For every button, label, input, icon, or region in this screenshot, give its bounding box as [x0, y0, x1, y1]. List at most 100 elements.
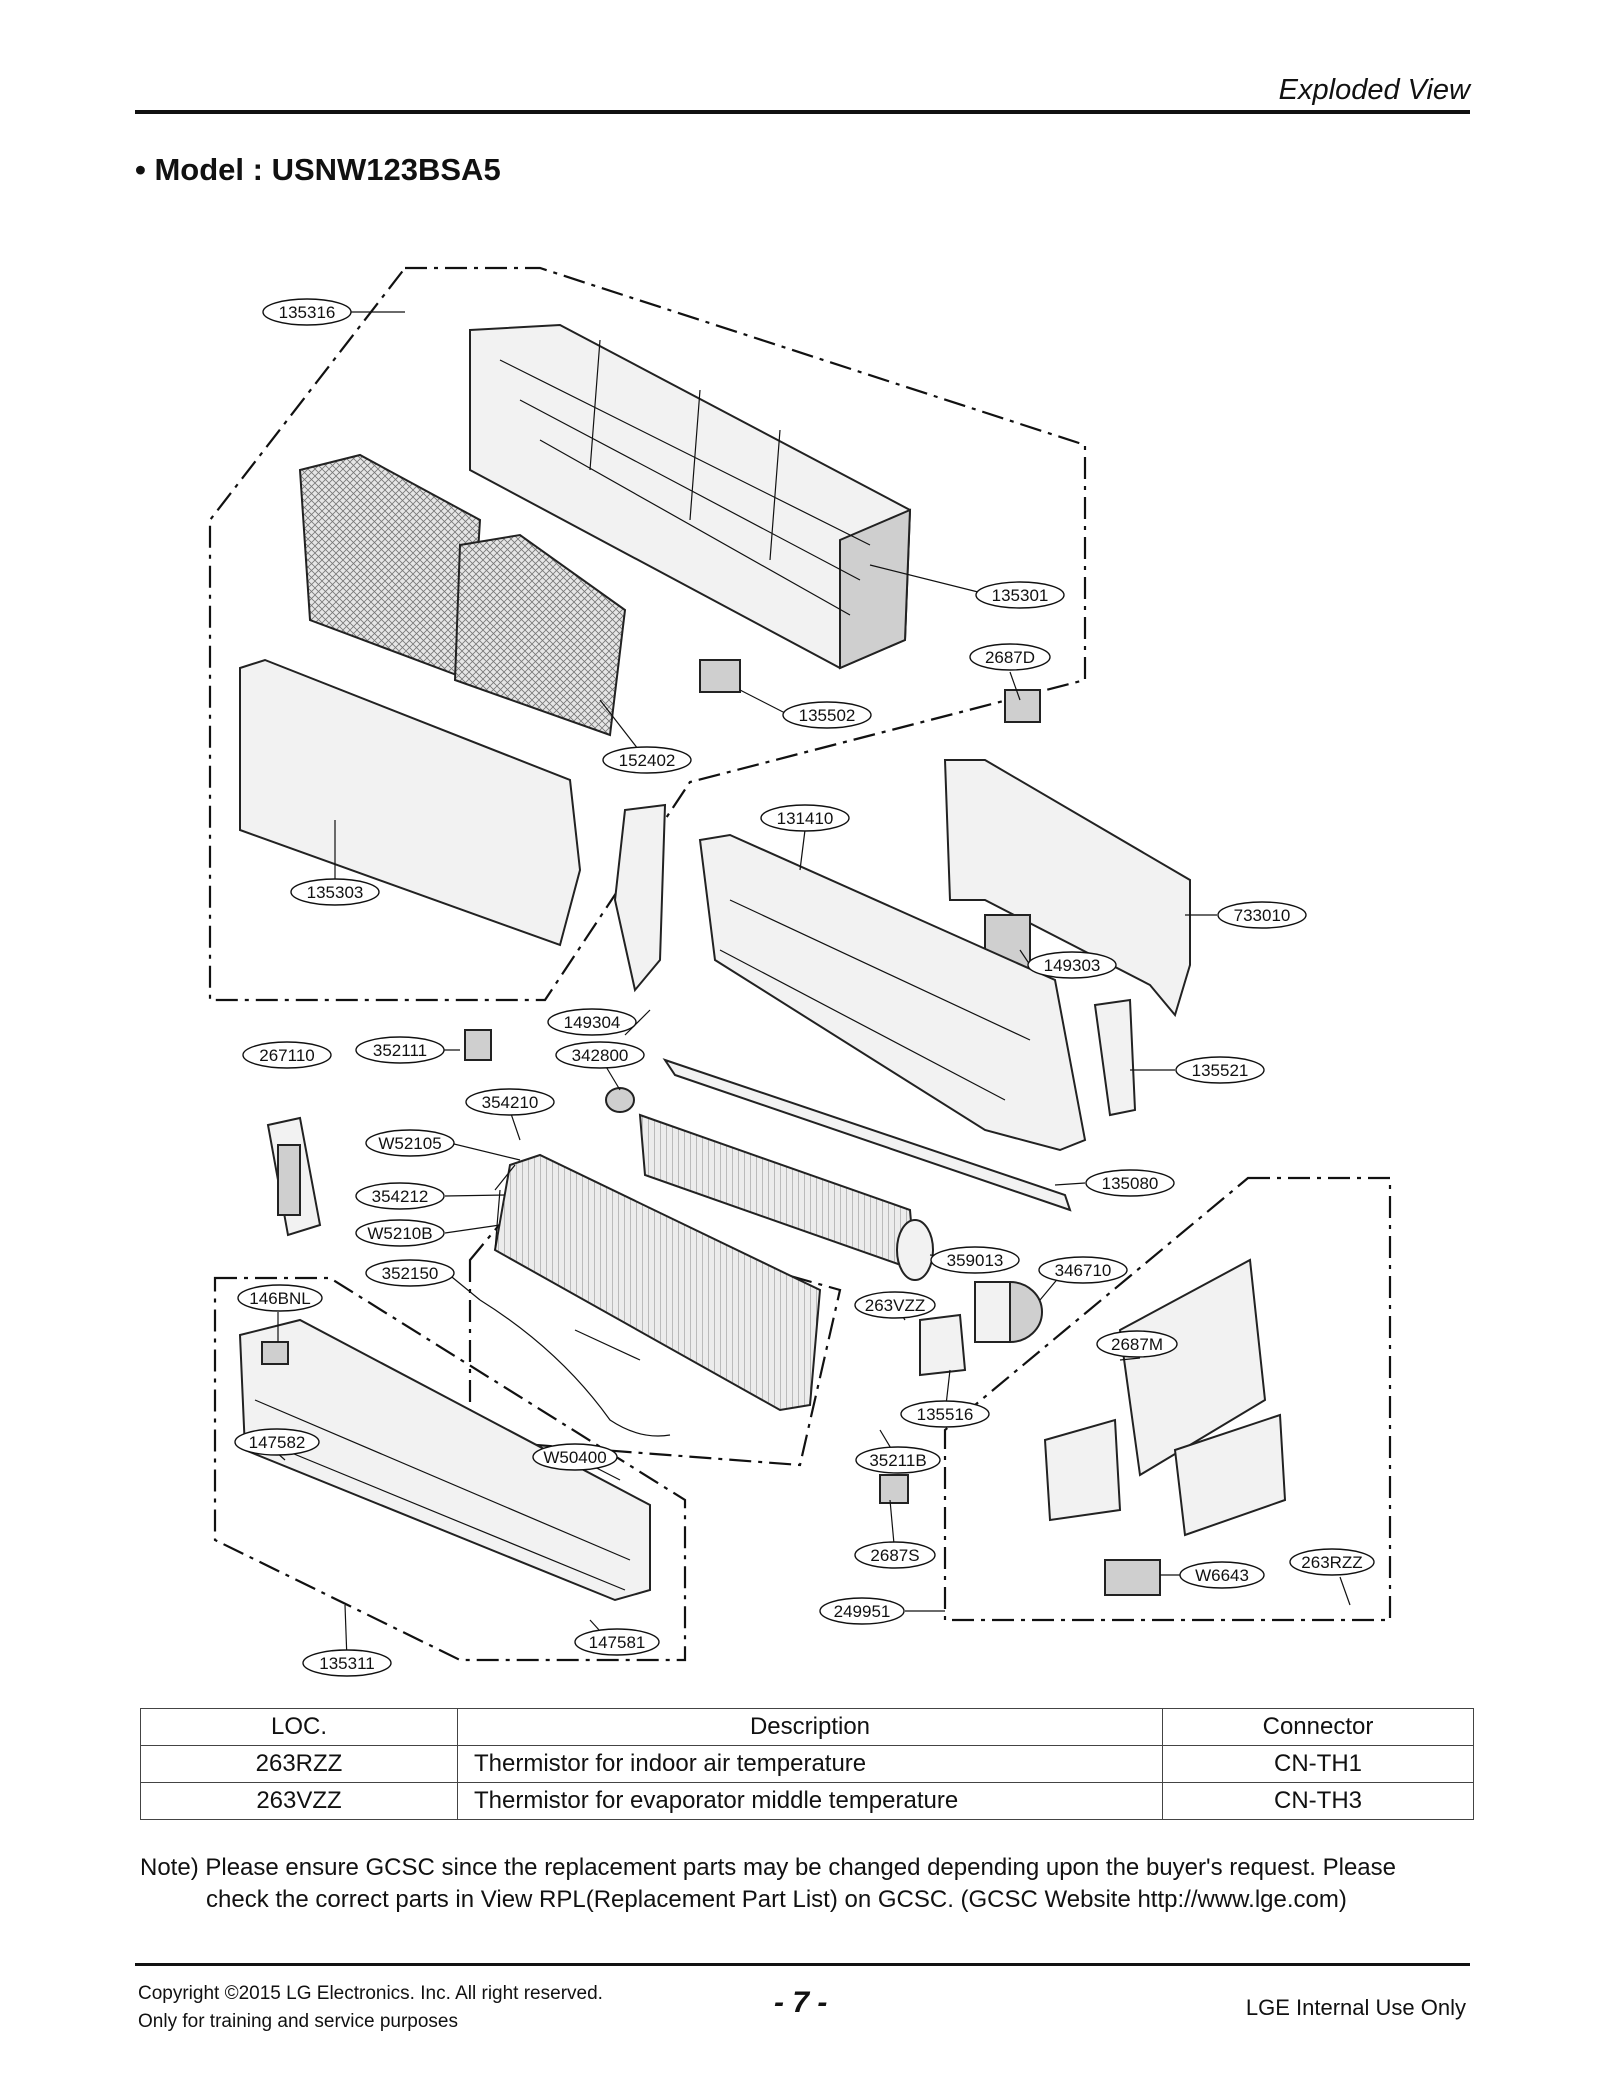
- side-bracket-part: [613, 803, 667, 993]
- svg-text:135303: 135303: [307, 883, 364, 902]
- callout-135080: 135080: [1085, 1169, 1175, 1197]
- callout-342800: 342800: [555, 1041, 645, 1069]
- svg-text:2687S: 2687S: [870, 1546, 919, 1565]
- terminal-block-part: [1104, 1559, 1161, 1596]
- callout-149303: 149303: [1027, 951, 1117, 979]
- chassis-part: [469, 323, 912, 670]
- callout-354210: 354210: [465, 1088, 555, 1116]
- svg-text:135316: 135316: [279, 303, 336, 322]
- callout-267110: 267110: [242, 1041, 332, 1069]
- note-line-2: check the correct parts in View RPL(Repl…: [206, 1886, 1347, 1913]
- air-filters-part: [298, 453, 627, 737]
- callout-352150: 352150: [365, 1259, 455, 1287]
- thermistor-table: LOC. Description Connector 263RZZ Thermi…: [140, 1708, 1474, 1820]
- page-number: - 7 -: [774, 1986, 828, 2019]
- holder-352111-part: [464, 1029, 492, 1061]
- svg-text:2687D: 2687D: [985, 648, 1035, 667]
- svg-text:342800: 342800: [572, 1046, 629, 1065]
- cover-bracket-part: [699, 659, 741, 693]
- svg-text:135311: 135311: [319, 1654, 374, 1673]
- svg-text:354210: 354210: [482, 1093, 539, 1112]
- callout-135316: 135316: [262, 298, 352, 326]
- callout-354212: 354212: [355, 1182, 445, 1210]
- callout-733010: 733010: [1217, 901, 1307, 929]
- header-divider: [135, 110, 1470, 114]
- note-text: Note) Please ensure GCSC since the repla…: [140, 1852, 1470, 1916]
- callout-131410: 131410: [760, 804, 850, 832]
- svg-text:135301: 135301: [992, 586, 1049, 605]
- group-outline-bottom: [213, 1276, 687, 1662]
- control-box-cover-part: [1093, 998, 1137, 1117]
- callout-W5210B: W5210B: [355, 1219, 445, 1247]
- exploded-view-diagram: 135316 135301 2687D 135502 152402 131410…: [208, 266, 1392, 1677]
- group-outline-top: [208, 266, 1087, 1002]
- svg-text:W52105: W52105: [378, 1134, 441, 1153]
- header-title: Exploded View: [1278, 74, 1470, 106]
- callout-147581: 147581: [574, 1628, 660, 1656]
- callout-135502: 135502: [782, 701, 872, 729]
- svg-text:131410: 131410: [777, 809, 834, 828]
- svg-text:149303: 149303: [1044, 956, 1101, 975]
- svg-text:263VZZ: 263VZZ: [865, 1296, 925, 1315]
- drain-hose-part: [479, 1299, 671, 1437]
- callout-135521: 135521: [1175, 1056, 1265, 1084]
- footer-divider: [135, 1963, 1470, 1966]
- cell-loc: 263RZZ: [140, 1745, 458, 1783]
- note-line-1: Note) Please ensure GCSC since the repla…: [140, 1854, 1397, 1881]
- svg-text:733010: 733010: [1234, 906, 1291, 925]
- callout-135311: 135311: [302, 1649, 392, 1677]
- svg-text:135516: 135516: [917, 1405, 974, 1424]
- svg-text:W6643: W6643: [1195, 1566, 1249, 1585]
- callout-W6643: W6643: [1179, 1561, 1265, 1589]
- motor-holder-part: [919, 1313, 967, 1377]
- evaporator-part: [493, 1153, 822, 1412]
- table-header-row: LOC. Description Connector: [140, 1708, 1474, 1746]
- svg-text:135521: 135521: [1192, 1061, 1249, 1080]
- drain-channel-part: [662, 1058, 1072, 1212]
- callout-2687S: 2687S: [854, 1541, 936, 1569]
- callout-152402: 152402: [602, 746, 692, 774]
- cross-flow-fan-part: [605, 1087, 934, 1281]
- callout-W50400: W50400: [532, 1443, 618, 1471]
- callout-352111: 352111: [355, 1036, 445, 1064]
- pipe-part: [574, 1329, 641, 1361]
- svg-text:135502: 135502: [799, 706, 856, 725]
- part-callouts: 135316 135301 2687D 135502 152402 131410…: [234, 298, 1375, 1677]
- svg-text:354212: 354212: [372, 1187, 429, 1206]
- installation-plate-part: [943, 759, 1191, 1018]
- callout-147582: 147582: [234, 1428, 320, 1456]
- svg-text:147581: 147581: [589, 1633, 646, 1652]
- sensor-35211b-part: [879, 1474, 909, 1504]
- fan-motor-part: [974, 1281, 1043, 1343]
- svg-text:135080: 135080: [1102, 1174, 1159, 1193]
- main-frame-part: [698, 833, 1087, 1152]
- cell-description: Thermistor for evaporator middle tempera…: [457, 1782, 1163, 1820]
- pcb-assembly-part: [1043, 1258, 1287, 1537]
- svg-text:352111: 352111: [373, 1041, 427, 1060]
- copyright-line-1: Copyright ©2015 LG Electronics. Inc. All…: [138, 1983, 603, 2004]
- svg-text:267110: 267110: [259, 1046, 314, 1065]
- callout-263RZZ: 263RZZ: [1289, 1548, 1375, 1576]
- callout-249951: 249951: [819, 1597, 905, 1625]
- svg-text:346710: 346710: [1055, 1261, 1112, 1280]
- column-header-loc: LOC.: [140, 1708, 458, 1746]
- remote-controller-part: [266, 1116, 322, 1237]
- group-outline-right: [943, 1176, 1392, 1622]
- callout-35211B: 35211B: [855, 1446, 941, 1474]
- callout-W52105: W52105: [365, 1129, 455, 1157]
- svg-text:249951: 249951: [834, 1602, 891, 1621]
- callout-359013: 359013: [930, 1246, 1020, 1274]
- front-panel-part: [239, 658, 582, 947]
- svg-text:263RZZ: 263RZZ: [1301, 1553, 1362, 1572]
- cover-small-part: [1004, 689, 1041, 723]
- callout-346710: 346710: [1038, 1256, 1128, 1284]
- cell-description: Thermistor for indoor air temperature: [457, 1745, 1163, 1783]
- svg-text:359013: 359013: [947, 1251, 1004, 1270]
- svg-text:146BNL: 146BNL: [249, 1289, 310, 1308]
- callout-2687M: 2687M: [1096, 1330, 1178, 1358]
- cell-loc: 263VZZ: [140, 1782, 458, 1820]
- svg-text:35211B: 35211B: [869, 1451, 926, 1470]
- callout-263VZZ: 263VZZ: [854, 1291, 936, 1319]
- copyright-line-2: Only for training and service purposes: [138, 2011, 458, 2032]
- svg-text:2687M: 2687M: [1111, 1335, 1163, 1354]
